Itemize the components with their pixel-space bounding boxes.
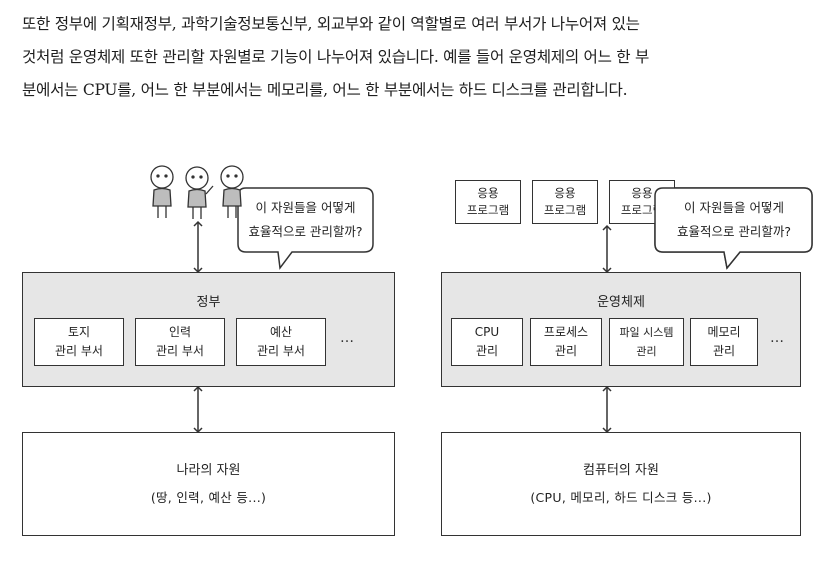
national-resources-title: 나라의 자원 [176, 463, 241, 478]
personnel-department-line-1: 인력 [168, 325, 192, 339]
process-management-line-2: 관리 [554, 344, 578, 358]
application-1-line-2: 프로그램 [466, 203, 510, 217]
left-bubble-line-2: 효율적으로 관리할까? [248, 224, 363, 239]
operating-system-title: 운영체제 [597, 295, 645, 310]
application-box-2: 응용 프로그램 [532, 180, 598, 224]
paragraph-line-2: 것처럼 운영체제 또한 관리할 자원별로 기능이 나누어져 있습니다. 예를 들… [22, 48, 650, 66]
application-3-line-2: 프로그램 [620, 203, 664, 217]
file-system-management-line-2: 관리 [636, 345, 657, 358]
personnel-department-line-2: 관리 부서 [156, 344, 204, 358]
right-bubble-text: 이 자원들을 어떻게 효율적으로 관리할까? [662, 196, 806, 244]
computer-resources-list: (CPU, 메모리, 하드 디스크 등...) [530, 490, 712, 505]
paragraph-line-1: 또한 정부에 기획재정부, 과학기술정보통신부, 외교부와 같이 역할별로 여러… [22, 15, 640, 33]
budget-department-line-2: 관리 부서 [257, 344, 305, 358]
person-2 [185, 166, 214, 219]
personnel-department-box: 인력 관리 부서 [135, 318, 225, 366]
left-bubble-line-1: 이 자원들을 어떻게 [255, 200, 356, 215]
people-illustration [150, 165, 244, 219]
land-department-box: 토지 관리 부서 [34, 318, 124, 366]
government-title: 정부 [196, 295, 221, 310]
file-system-management-box: 파일 시스템 관리 [609, 318, 684, 366]
land-department-line-1: 토지 [67, 325, 91, 339]
right-ellipsis: … [770, 330, 785, 346]
process-management-line-1: 프로세스 [543, 325, 589, 339]
process-management-box: 프로세스 관리 [530, 318, 602, 366]
paragraph-line-3: 분에서는 CPU를, 어느 한 부분에서는 메모리를, 어느 한 부분에서는 하… [22, 81, 628, 99]
left-ellipsis: … [340, 330, 355, 346]
intro-paragraph: 또한 정부에 기획재정부, 과학기술정보통신부, 외교부와 같이 역할별로 여러… [22, 8, 812, 107]
cpu-management-box: CPU 관리 [451, 318, 523, 366]
national-resources-box: 나라의 자원 (땅, 인력, 예산 등...) [22, 432, 395, 536]
national-resources-list: (땅, 인력, 예산 등...) [150, 490, 267, 505]
left-bubble-text: 이 자원들을 어떻게 효율적으로 관리할까? [238, 196, 373, 244]
person-1 [150, 165, 174, 218]
budget-department-line-1: 예산 [269, 325, 293, 339]
computer-resources-box: 컴퓨터의 자원 (CPU, 메모리, 하드 디스크 등...) [441, 432, 801, 536]
memory-management-line-1: 메모리 [707, 325, 741, 339]
computer-resources-title: 컴퓨터의 자원 [583, 463, 659, 478]
right-bubble-line-1: 이 자원들을 어떻게 [684, 200, 784, 215]
application-2-line-1: 응용 [554, 186, 576, 200]
memory-management-box: 메모리 관리 [690, 318, 758, 366]
cpu-management-line-1: CPU [474, 325, 500, 339]
application-1-line-1: 응용 [477, 186, 499, 200]
application-box-1: 응용 프로그램 [455, 180, 521, 224]
memory-management-line-2: 관리 [712, 344, 736, 358]
cpu-management-line-2: 관리 [475, 344, 499, 358]
file-system-management-line-1: 파일 시스템 [619, 326, 674, 339]
person-3 [220, 165, 244, 218]
budget-department-box: 예산 관리 부서 [236, 318, 326, 366]
land-department-line-2: 관리 부서 [55, 344, 103, 358]
left-speech-bubble [237, 187, 374, 270]
application-2-line-2: 프로그램 [543, 203, 587, 217]
application-3-line-1: 응용 [631, 186, 653, 200]
right-bubble-line-2: 효율적으로 관리할까? [676, 224, 792, 239]
